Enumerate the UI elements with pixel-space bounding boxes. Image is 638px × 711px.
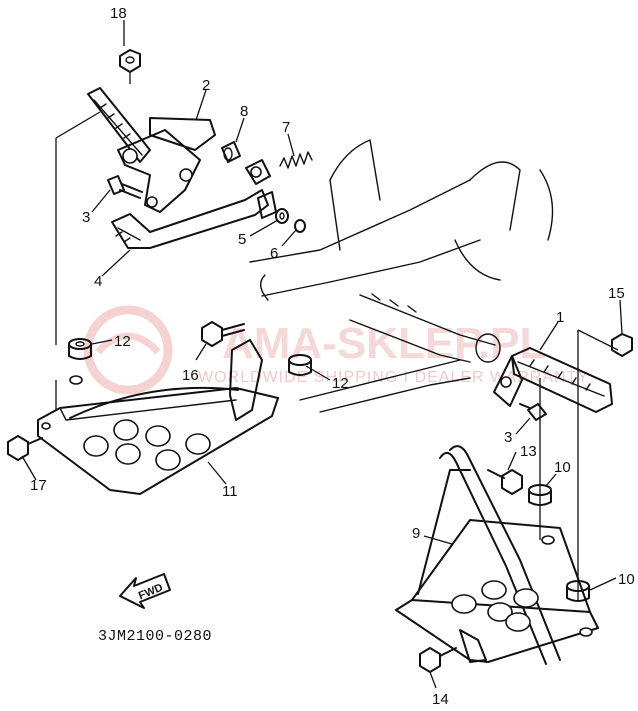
label-6: 6 [270, 245, 278, 262]
label-7: 7 [282, 119, 290, 136]
washer-5 [275, 208, 289, 224]
watermark-logo-text: AMA-SKLEP.PL [222, 319, 546, 368]
pin-8 [221, 141, 241, 163]
damper-10-upper [528, 484, 552, 506]
label-13: 13 [520, 443, 537, 460]
part-number-labels: 18 2 8 7 3 5 6 4 15 1 12 16 12 3 13 10 1… [30, 5, 635, 708]
label-12-center: 12 [332, 375, 349, 392]
clip-6 [294, 219, 306, 233]
nut-18 [119, 49, 141, 73]
bolt-16 [201, 321, 245, 347]
bolt-13 [487, 469, 523, 495]
left-footpeg-bracket [87, 87, 216, 213]
label-4: 4 [94, 273, 102, 290]
spring-7 [279, 151, 313, 169]
watermark-tagline: WORLDWIDE SHIPPING I DEALER WARRANTY [198, 369, 589, 386]
left-guard-plate [37, 339, 279, 495]
label-17: 17 [30, 477, 47, 494]
bolt-17 [7, 435, 43, 461]
brake-pedal [111, 159, 277, 249]
label-8: 8 [240, 103, 248, 120]
damper-12-left [68, 338, 92, 360]
label-3-left: 3 [82, 209, 90, 226]
label-9: 9 [412, 525, 420, 542]
label-5: 5 [238, 231, 246, 248]
drawing-code: 3JM2100-0280 [98, 628, 212, 645]
callout-leaders [21, 20, 623, 689]
watermark: AMA-SKLEP.PL WORLDWIDE SHIPPING I DEALER… [83, 305, 589, 395]
damper-10-lower [566, 580, 590, 602]
fwd-arrow-icon: FWD [119, 573, 171, 609]
frame-outline [249, 139, 554, 413]
damper-12-center [288, 354, 312, 376]
right-guard-plate [395, 445, 599, 665]
label-10-lower: 10 [618, 571, 635, 588]
nut-15 [611, 333, 633, 357]
label-2: 2 [202, 77, 210, 94]
bolt-14 [419, 647, 457, 673]
label-18: 18 [110, 5, 127, 22]
right-footpeg [493, 347, 613, 413]
fwd-label: FWD [137, 582, 165, 603]
label-11: 11 [222, 483, 238, 500]
bolt-3-right [519, 403, 547, 421]
label-1: 1 [556, 309, 564, 326]
label-12-left: 12 [114, 333, 131, 350]
label-14: 14 [432, 691, 449, 708]
label-16: 16 [182, 367, 199, 384]
bolt-3-left [107, 175, 143, 199]
label-10-upper: 10 [554, 459, 571, 476]
label-3-right: 3 [504, 429, 512, 446]
label-15: 15 [608, 285, 625, 302]
